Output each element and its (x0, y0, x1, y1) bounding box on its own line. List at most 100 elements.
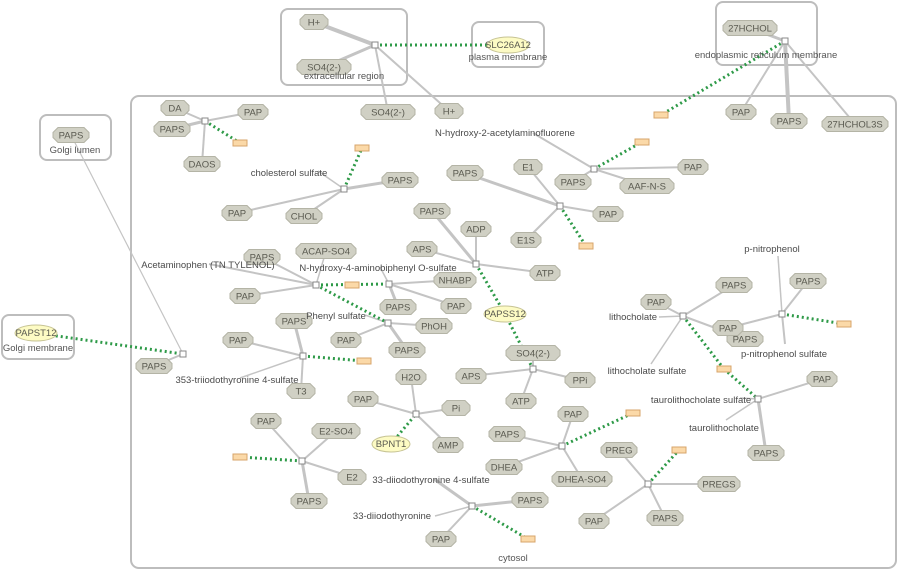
metabolite-shape[interactable] (311, 423, 361, 439)
product-rect[interactable] (356, 357, 372, 365)
compound-taurolithocholate-sulfate[interactable]: taurolithocholate sulfate (651, 395, 751, 406)
metabolite-paps[interactable]: PAPS (275, 313, 313, 329)
metabolite-shape[interactable] (388, 342, 426, 358)
metabolite-shape[interactable] (646, 510, 684, 526)
metabolite-aps[interactable]: APS (406, 241, 438, 257)
reaction-node[interactable] (529, 365, 537, 373)
metabolite-shape[interactable] (135, 358, 173, 374)
metabolite-shape[interactable] (52, 127, 90, 143)
metabolite-shape[interactable] (554, 174, 592, 190)
metabolite-shape[interactable] (510, 232, 542, 248)
metabolite-shape[interactable] (511, 492, 549, 508)
metabolite-h-plus[interactable]: H+ (434, 103, 464, 119)
compound-taurolithocholate[interactable]: taurolithocholate (689, 423, 759, 434)
metabolite-shape[interactable] (415, 318, 453, 334)
compound-phenyl-sulfate[interactable]: Phenyl sulfate (306, 311, 366, 322)
metabolite-shape[interactable] (592, 206, 624, 222)
compound-p-nitrophenol-sulfate[interactable]: p-nitrophenol sulfate (741, 349, 827, 360)
metabolite-paps[interactable]: PAPS (290, 493, 328, 509)
metabolite-shape[interactable] (243, 249, 281, 265)
metabolite-pap[interactable]: PAP (806, 371, 838, 387)
metabolite-pap[interactable]: PAP (347, 391, 379, 407)
metabolite-shape[interactable] (697, 476, 741, 492)
metabolite-shape[interactable] (806, 371, 838, 387)
metabolite-e1[interactable]: E1 (513, 159, 543, 175)
metabolite-paps[interactable]: PAPS (413, 203, 451, 219)
metabolite-amp[interactable]: AMP (432, 437, 464, 453)
metabolite-paps[interactable]: PAPS (511, 492, 549, 508)
metabolite-shape[interactable] (441, 400, 471, 416)
metabolite-shape[interactable] (395, 369, 427, 385)
metabolite-shape[interactable] (360, 104, 416, 120)
product-rect[interactable] (625, 409, 641, 417)
metabolite-pi[interactable]: Pi (441, 400, 471, 416)
metabolite-shape[interactable] (250, 413, 282, 429)
reaction-node[interactable] (298, 457, 306, 465)
metabolite-shape[interactable] (488, 426, 526, 442)
metabolite-shape[interactable] (712, 320, 744, 336)
compound-lithocholate[interactable]: lithocholate (609, 312, 657, 323)
metabolite-so4[interactable]: SO4(2-) (296, 59, 352, 75)
product-rect[interactable] (671, 446, 687, 454)
metabolite-shape[interactable] (275, 313, 313, 329)
metabolite-shape[interactable] (296, 59, 352, 75)
metabolite-shape[interactable] (789, 273, 827, 289)
compound-diiodothyronine[interactable]: 33-diiodothyronine (353, 511, 431, 522)
product-rect[interactable] (232, 453, 248, 461)
compound-acetaminophen[interactable]: Acetaminophen (TN TYLENOL) (141, 260, 274, 271)
enzyme-papst12-shape[interactable] (14, 324, 58, 342)
metabolite-pap[interactable]: PAP (250, 413, 282, 429)
metabolite-shape[interactable] (485, 459, 523, 475)
metabolite-shape[interactable] (440, 298, 472, 314)
compound-lithocholate-sulfate[interactable]: lithocholate sulfate (608, 366, 687, 377)
reaction-node[interactable] (385, 280, 393, 288)
metabolite-shape[interactable] (381, 172, 419, 188)
metabolite-paps[interactable]: PAPS (446, 165, 484, 181)
metabolite-dhea[interactable]: DHEA (485, 459, 523, 475)
metabolite-pap[interactable]: PAP (712, 320, 744, 336)
metabolite-shape[interactable] (677, 159, 709, 175)
metabolite-pap[interactable]: PAP (640, 294, 672, 310)
metabolite-pap[interactable]: PAP (677, 159, 709, 175)
metabolite-shape[interactable] (564, 372, 596, 388)
product-rect[interactable] (232, 139, 248, 147)
metabolite-shape[interactable] (640, 294, 672, 310)
metabolite-shape[interactable] (529, 265, 561, 281)
metabolite-paps[interactable]: PAPS (789, 273, 827, 289)
metabolite-shape[interactable] (505, 345, 561, 361)
metabolite-shape[interactable] (379, 299, 417, 315)
reaction-node[interactable] (340, 185, 348, 193)
metabolite-pap[interactable]: PAP (330, 332, 362, 348)
metabolite-pap[interactable]: PAP (440, 298, 472, 314)
reaction-node[interactable] (644, 480, 652, 488)
metabolite-pap[interactable]: PAP (237, 104, 269, 120)
enzyme-papss12-shape[interactable] (483, 305, 527, 323)
reaction-node[interactable] (371, 41, 379, 49)
metabolite-pregs[interactable]: PREGS (697, 476, 741, 492)
metabolite-shape[interactable] (433, 272, 477, 288)
metabolite-shape[interactable] (455, 368, 487, 384)
metabolite-aps[interactable]: APS (455, 368, 487, 384)
compound-diiodothyronine-sulfate[interactable]: 33-diiodothyronine 4-sulfate (372, 475, 489, 486)
metabolite-shape[interactable] (337, 469, 367, 485)
metabolite-shape[interactable] (221, 205, 253, 221)
metabolite-pap[interactable]: PAP (425, 531, 457, 547)
metabolite-shape[interactable] (425, 531, 457, 547)
metabolite-paps[interactable]: PAPS (488, 426, 526, 442)
metabolite-shape[interactable] (347, 391, 379, 407)
metabolite-so4[interactable]: SO4(2-) (360, 104, 416, 120)
metabolite-paps[interactable]: PAPS (770, 113, 808, 129)
metabolite-pap[interactable]: PAP (592, 206, 624, 222)
metabolite-shape[interactable] (821, 116, 889, 132)
metabolite-paps[interactable]: PAPS (388, 342, 426, 358)
metabolite-acap-so4[interactable]: ACAP-SO4 (295, 243, 357, 259)
metabolite-shape[interactable] (725, 104, 757, 120)
product-rect[interactable] (634, 138, 650, 146)
metabolite-ppi[interactable]: PPi (564, 372, 596, 388)
product-rect[interactable] (578, 242, 594, 250)
metabolite-shape[interactable] (505, 393, 537, 409)
product-rect[interactable] (354, 144, 370, 152)
metabolite-shape[interactable] (299, 14, 329, 30)
metabolite-atp[interactable]: ATP (529, 265, 561, 281)
metabolite-aaf-n-s[interactable]: AAF-N-S (619, 178, 675, 194)
